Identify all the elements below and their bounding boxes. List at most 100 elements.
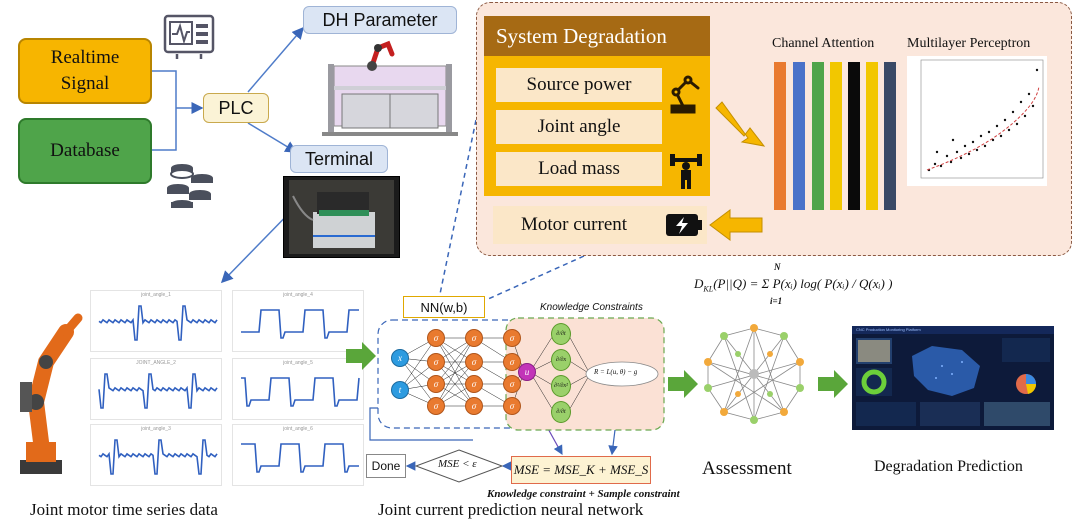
time-series-title: joint_angle_4 (283, 292, 313, 298)
joint-angle-box: Joint angle (496, 110, 662, 144)
attention-bar (830, 62, 842, 210)
hidden-node: σ (427, 397, 445, 415)
green-arrow-3 (818, 370, 848, 398)
mse-box: MSE = MSE_K + MSE_S (511, 456, 651, 484)
robot-cell-image (322, 40, 458, 136)
mse-label: MSE = MSE_K + MSE_S (513, 462, 649, 477)
attention-bar (774, 62, 786, 210)
time-series-panel: joint_angle_6 (232, 424, 364, 486)
assessment-graph (704, 324, 804, 424)
condition-label: MSE < ε (438, 458, 477, 470)
loop-line (369, 407, 473, 441)
realtime-signal-label: Realtime Signal (50, 47, 120, 94)
attention-bar (884, 62, 896, 210)
derivative-node: ∂²/∂x² (551, 375, 571, 397)
network-caption: Joint current prediction neural network (378, 500, 644, 519)
derivative-node: ∂/∂x (551, 349, 571, 371)
time-series-title: joint_angle_6 (283, 426, 313, 432)
signal-db-connector (152, 70, 177, 151)
hidden-node: σ (503, 397, 521, 415)
hidden-node: σ (427, 375, 445, 393)
nn-label: NN(w,b) (420, 299, 468, 315)
dashboard-title: CNC Production Monitoring Platform (856, 327, 921, 332)
hidden-node: σ (503, 375, 521, 393)
to-motor-current-arrow (709, 209, 763, 241)
kl-sum-top: N (774, 262, 781, 272)
constraint-caption: Knowledge constraint + Sample constraint (487, 488, 680, 500)
output-node: u (518, 363, 536, 381)
hidden-node: σ (503, 329, 521, 347)
panel-dash-right (485, 255, 585, 301)
attention-bar (812, 62, 824, 210)
nn-label-box: NN(w,b) (403, 296, 485, 318)
derivative-node: ∂/∂t (551, 401, 571, 423)
terminal-device-photo (283, 176, 400, 258)
degradation-prediction-caption: Degradation Prediction (874, 458, 1023, 475)
mlp-scatter-plot (907, 56, 1047, 186)
joint-angle-label: Joint angle (537, 116, 621, 137)
attention-bar (866, 62, 878, 210)
green-arrow-1 (346, 342, 376, 370)
done-box: Done (366, 454, 406, 478)
done-label: Done (371, 459, 401, 473)
terminal-box: Terminal (290, 145, 388, 173)
green-arrow-2 (668, 370, 698, 398)
monitor-icon (163, 14, 215, 59)
load-mass-box: Load mass (496, 152, 662, 186)
knowledge-constraints-title: Knowledge Constraints (540, 302, 643, 313)
assessment-caption: Assessment (702, 458, 792, 479)
kl-formula: DKL(P||Q) = Σ P(xᵢ) log( P(xᵢ) / Q(xᵢ) ) (694, 276, 892, 294)
hidden-node: σ (465, 329, 483, 347)
hidden-node: σ (465, 397, 483, 415)
battery-icon (666, 214, 702, 236)
terminal-label: Terminal (304, 148, 374, 169)
time-series-panel: JOINT_ANGLE_2 (90, 358, 222, 420)
plc-to-terminal-arrow (247, 122, 298, 153)
time-series-signal (98, 305, 218, 341)
time-series-title: joint_angle_1 (141, 292, 171, 298)
hidden-node: σ (427, 329, 445, 347)
system-degradation-header: System Degradation (484, 16, 710, 56)
dh-parameter-box: DH Parameter (303, 6, 457, 34)
time-series-signal (98, 373, 218, 409)
time-series-panel: joint_angle_4 (232, 290, 364, 352)
load-mass-label: Load mass (538, 158, 620, 179)
time-series-signal (241, 309, 359, 339)
input-node: x (391, 349, 409, 367)
kl-rest: (P||Q) = Σ P(xᵢ) log( P(xᵢ) / Q(xᵢ) ) (713, 276, 893, 291)
plc-box: PLC (203, 93, 269, 123)
industrial-robot-image (20, 313, 83, 474)
time-series-caption: Joint motor time series data (30, 500, 218, 519)
database-icon (167, 164, 213, 208)
time-series-signal (241, 377, 360, 407)
hidden-node: σ (503, 353, 521, 371)
time-series-panel: joint_angle_5 (232, 358, 364, 420)
time-series-title: joint_angle_3 (141, 426, 171, 432)
database-box: Database (18, 118, 152, 184)
time-series-title: joint_angle_5 (283, 360, 313, 366)
system-degradation-title: System Degradation (496, 23, 667, 48)
attention-bar (793, 62, 805, 210)
database-label: Database (50, 140, 120, 161)
time-series-signal (98, 439, 218, 475)
dumbbell-icon (670, 154, 702, 189)
decision-diamond (414, 449, 504, 483)
kl-subscript: KL (703, 284, 714, 294)
time-series-panel: joint_angle_1 (90, 290, 222, 352)
panel-dash-left (439, 119, 477, 295)
hidden-node: σ (427, 353, 445, 371)
robot-arm-icon (670, 75, 700, 114)
time-series-panel: joint_angle_3 (90, 424, 222, 486)
kl-sum-bottom: i=1 (770, 296, 783, 306)
plc-label: PLC (218, 97, 254, 118)
dh-parameter-label: DH Parameter (322, 9, 438, 30)
attention-bar (848, 62, 860, 210)
input-node: t (391, 381, 409, 399)
channel-attention-label: Channel Attention (772, 36, 875, 51)
hidden-node: σ (465, 353, 483, 371)
time-series-title: JOINT_ANGLE_2 (136, 360, 176, 366)
plc-to-dh-arrow (247, 26, 304, 93)
mlp-label: Multilayer Perceptron (907, 36, 1031, 51)
source-power-box: Source power (496, 68, 662, 102)
time-series-signal (241, 443, 359, 473)
